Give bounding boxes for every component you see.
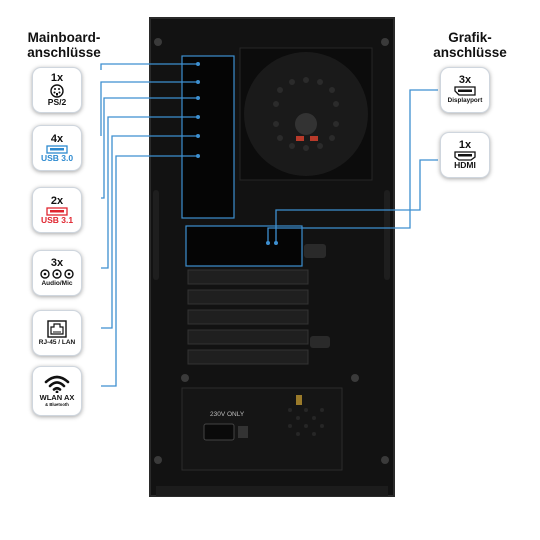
wlan-badge: WLAN AX & Bluetooth bbox=[32, 366, 82, 416]
grafik-heading-line1: Grafik- bbox=[448, 30, 492, 45]
ps2-count: 1x bbox=[50, 72, 64, 84]
psu-label: 230V ONLY bbox=[210, 411, 245, 418]
usb-port-icon bbox=[46, 206, 68, 216]
usb31-label: USB 3.1 bbox=[40, 214, 74, 225]
wlan-sublabel: & Bluetooth bbox=[45, 402, 69, 407]
usb31-badge: 2x USB 3.1 bbox=[32, 187, 82, 233]
ethernet-port-icon bbox=[47, 319, 67, 338]
ps2-badge: 1x PS/2 bbox=[32, 67, 82, 113]
usb30-count: 4x bbox=[50, 132, 64, 145]
expansion-slots bbox=[187, 269, 309, 365]
hdmi-icon bbox=[454, 151, 476, 161]
wifi-icon bbox=[44, 375, 70, 393]
audio-jack-icon bbox=[40, 269, 74, 279]
exhaust-fan bbox=[239, 47, 373, 181]
hdmi-badge: 1x HDMI bbox=[440, 132, 490, 178]
lan-badge: RJ-45 / LAN bbox=[32, 310, 82, 356]
usb31-count: 2x bbox=[50, 194, 64, 207]
lan-label: RJ-45 / LAN bbox=[38, 338, 76, 346]
connector-lines bbox=[100, 63, 438, 387]
screws bbox=[154, 38, 389, 464]
displayport-count: 3x bbox=[458, 74, 472, 86]
displayport-label: Displayport bbox=[447, 97, 483, 104]
ps2-connector-icon bbox=[50, 84, 64, 98]
grafik-heading: Grafik- anschlüsse bbox=[420, 30, 520, 60]
power-switch bbox=[238, 426, 248, 438]
ps2-label: PS/2 bbox=[47, 97, 67, 107]
usb30-badge: 4x USB 3.0 bbox=[32, 125, 82, 171]
hdmi-label: HDMI bbox=[454, 160, 476, 170]
case-foot bbox=[156, 486, 388, 496]
mainboard-heading-line1: Mainboard- bbox=[27, 30, 101, 45]
audio-label: Audio/Mic bbox=[41, 280, 73, 287]
displayport-badge: 3x Displayport bbox=[440, 67, 490, 113]
mainboard-heading-line2: anschlüsse bbox=[27, 45, 101, 60]
grafik-heading-line2: anschlüsse bbox=[433, 45, 507, 60]
mainboard-heading: Mainboard- anschlüsse bbox=[14, 30, 114, 60]
usb-port-icon bbox=[46, 144, 68, 154]
power-socket bbox=[203, 423, 235, 441]
usb30-label: USB 3.0 bbox=[40, 152, 74, 163]
displayport-icon bbox=[454, 86, 476, 96]
audio-badge: 3x Audio/Mic bbox=[32, 250, 82, 296]
hdmi-count: 1x bbox=[458, 139, 472, 151]
audio-count: 3x bbox=[50, 257, 64, 269]
io-shield bbox=[181, 55, 235, 219]
wlan-label: WLAN AX bbox=[39, 393, 75, 402]
gpu-io-bracket bbox=[185, 225, 303, 267]
